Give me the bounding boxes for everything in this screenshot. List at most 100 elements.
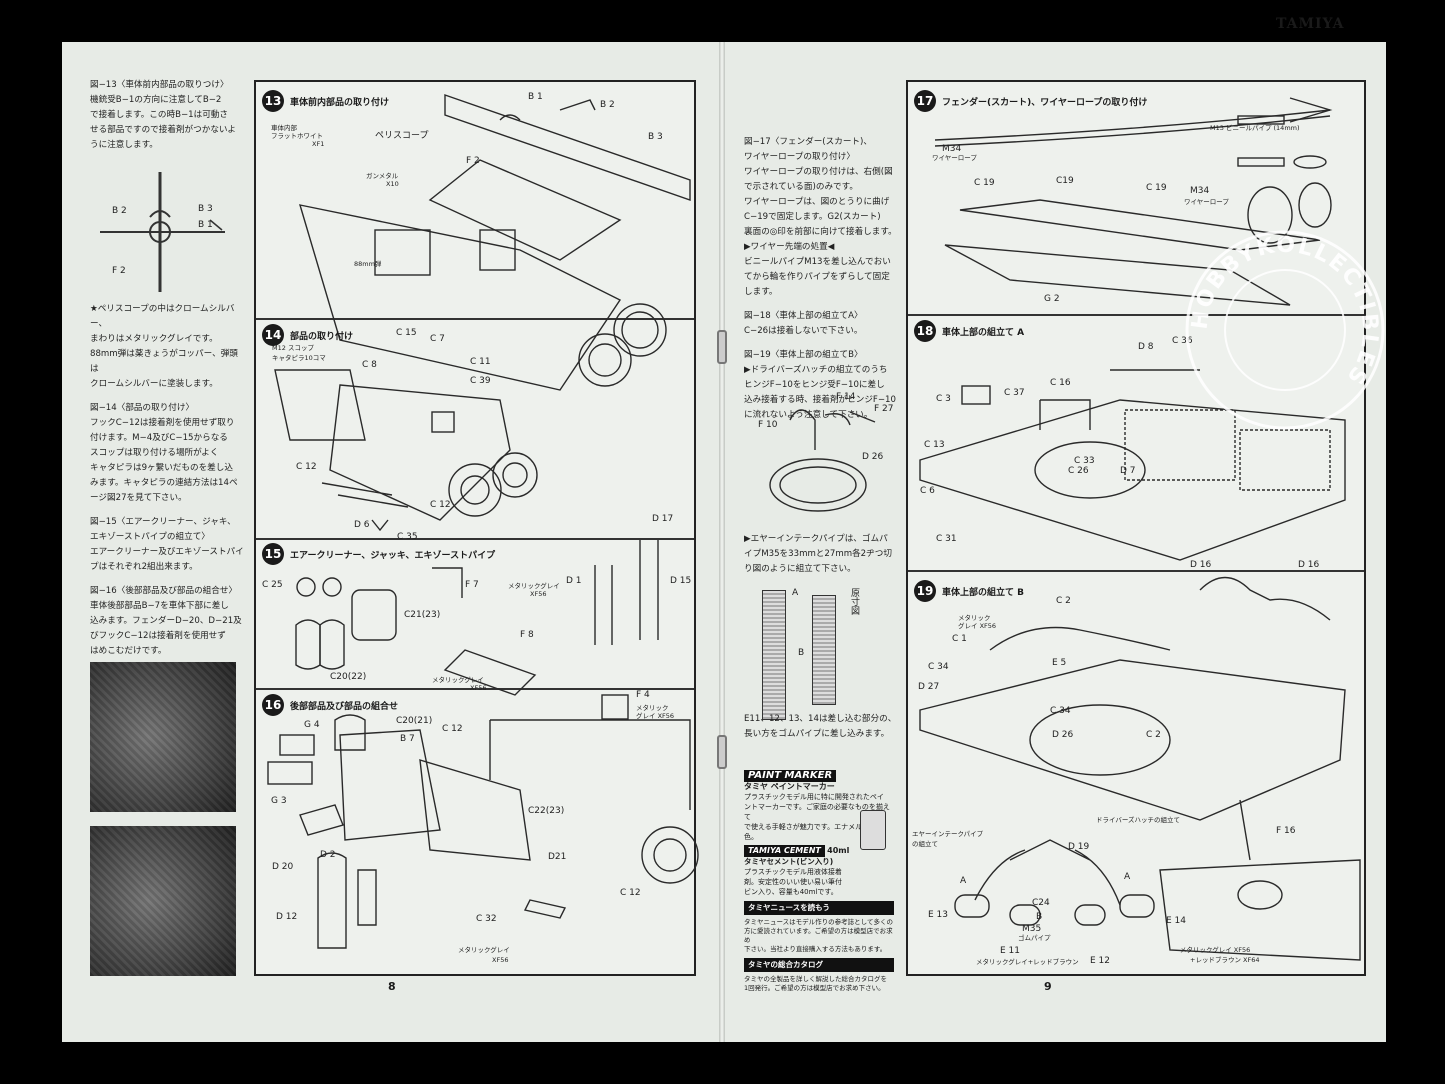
part-label: D 16: [1298, 560, 1320, 570]
part-label: メタリックグレイ: [508, 582, 560, 590]
svg-text:HOBBYKOLLECTIBLES: HOBBYKOLLECTIBLES: [1187, 233, 1382, 390]
instruction-14: 図−14〈部品の取り付け〉 フックC−12は接着剤を使用せず取り 付けます。M−…: [90, 403, 238, 503]
product-ads: PAINT MARKER タミヤ ペイントマーカー プラスチックモデル用に特に開…: [744, 770, 894, 993]
instruction-13: 図−13〈車体前内部品の取りつけ〉 機銃受B−1の方向に注意してB−2 で接着し…: [90, 80, 236, 150]
part-label: C 31: [936, 534, 957, 544]
watermark-svg: HOBBYKOLLECTIBLES: [1185, 230, 1385, 430]
part-label: C 33: [1074, 456, 1095, 466]
part-label: 88mm弾: [354, 260, 382, 268]
part-label: C 26: [1068, 466, 1089, 476]
part-label: G 3: [271, 796, 287, 806]
part-label: M35: [1022, 924, 1042, 934]
cement-bottle-icon: [860, 810, 886, 850]
gauge-label: A: [792, 588, 799, 598]
part-label: XF56: [492, 956, 509, 964]
part-label: C 11: [470, 357, 491, 367]
part-label: グレイ XF56: [636, 712, 675, 720]
part-label: C 19: [1146, 183, 1167, 193]
part-label: XF56: [530, 590, 547, 598]
part-label: C 34: [928, 662, 949, 672]
paint-marker-subtitle: タミヤ ペイントマーカー: [744, 782, 835, 791]
part-label: C 3: [936, 394, 951, 404]
step-14-header: 14 部品の取り付け: [262, 324, 353, 346]
cement-title: TAMIYA CEMENT: [744, 845, 825, 857]
paint-marker-title: PAINT MARKER: [744, 770, 837, 782]
brand-logo: TAMIYA: [1276, 16, 1345, 32]
part-label: M13 ビニールパイプ (14mm): [1210, 124, 1300, 132]
instruction-19: 図−19〈車体上部の組立てB〉 ▶ドライバーズハッチの組立てのうち ヒンジF−1…: [744, 350, 896, 420]
part-label: D 15: [670, 576, 692, 586]
part-label: メタリックグレイ XF56: [1180, 946, 1251, 954]
part-label: F 16: [1276, 826, 1296, 836]
part-label: C 13: [924, 440, 945, 450]
step-title: 車体前内部品の取り付け: [290, 97, 390, 108]
part-label: B 1: [528, 92, 543, 102]
rubber-pipe-note: E11、12、13、14は差し込む部分の、 長い方をゴムパイプに差し込みます。: [744, 712, 904, 751]
booklet-spine: [719, 42, 725, 1042]
gauge-pipe-a: [762, 590, 786, 720]
part-label: D 26: [862, 452, 884, 462]
part-label: M34: [942, 144, 962, 154]
part-label: C 12: [442, 724, 463, 734]
part-label: E 5: [1052, 658, 1067, 668]
rubber-note-text: E11、12、13、14は差し込む部分の、 長い方をゴムパイプに差し込みます。: [744, 714, 897, 739]
step-18-header: 18 車体上部の組立て A: [914, 320, 1024, 342]
step-title: エアークリーナー、ジャッキ、エキゾーストパイプ: [290, 550, 496, 561]
part-label: F 10: [758, 420, 778, 430]
part-label: C 16: [1050, 378, 1071, 388]
part-label: C 25: [262, 580, 283, 590]
part-label: ゴムパイプ: [1018, 934, 1051, 942]
instruction-17: 図−17〈フェンダー(スカート)、 ワイヤーロープの取り付け〉 ワイヤーロープの…: [744, 137, 897, 297]
part-label: エヤーインテークパイプ: [912, 830, 984, 838]
news-text: タミヤニュースはモデル作りの参考誌として多くの 方に愛読されています。ご希望の方…: [744, 918, 893, 953]
inset-label: B 2: [112, 206, 127, 216]
watermark-stamp: HOBBYKOLLECTIBLES: [1180, 225, 1390, 435]
part-label: C 15: [396, 328, 417, 338]
part-label: D 17: [652, 514, 674, 524]
part-label: の組立て: [912, 840, 938, 848]
divider: [256, 318, 694, 320]
part-label: B: [1036, 912, 1043, 922]
part-label: C 2: [1056, 596, 1071, 606]
part-label: A: [1124, 872, 1131, 882]
step-title: 部品の取り付け: [290, 331, 354, 342]
part-label: メタリック: [958, 614, 991, 622]
part-label: F 27: [874, 404, 894, 414]
part-label: C 12: [430, 500, 451, 510]
step-title: 車体上部の組立て B: [942, 587, 1024, 598]
part-label: D 8: [1138, 342, 1154, 352]
step-17-header: 17 フェンダー(スカート)、ワイヤーロープの取り付け: [914, 90, 1147, 112]
part-label: D 16: [1190, 560, 1212, 570]
part-label: D 12: [276, 912, 298, 922]
part-label: G 4: [304, 720, 320, 730]
part-label: F 4: [636, 690, 650, 700]
part-label: F 8: [520, 630, 534, 640]
part-label: ワイヤーロープ: [932, 154, 977, 162]
intake-pipe-note: ▶エヤーインテークパイプは、ゴムパ イプM35を33mmと27mm各2ヂつ切 り…: [744, 532, 904, 586]
instruction-15: 図−15〈エアークリーナー、ジャキ、 エキゾーストパイプの組立て〉 エアークリー…: [90, 517, 244, 572]
step-15-header: 15 エアークリーナー、ジャッキ、エキゾーストパイプ: [262, 543, 495, 565]
part-label: E 13: [928, 910, 948, 920]
part-label: M34: [1190, 186, 1210, 196]
part-label: ガンメタル: [366, 172, 399, 180]
left-steps-panel: [254, 80, 696, 976]
part-label: D 19: [1068, 842, 1090, 852]
part-label: C 34: [1050, 706, 1071, 716]
page-number-left: 8: [388, 980, 396, 993]
step-13-header: 13 車体前内部品の取り付け: [262, 90, 389, 112]
part-label: ワイヤーロープ: [1184, 198, 1229, 206]
part-label: D 2: [320, 850, 336, 860]
part-label: C21(23): [404, 610, 441, 620]
inset-diagram-b1: B 2 B 3 B 1 F 2: [90, 162, 245, 302]
part-label: E 14: [1166, 916, 1186, 926]
step-number: 15: [262, 543, 284, 565]
staple-top: [717, 330, 727, 364]
part-label: C24: [1032, 898, 1050, 908]
step-19-header: 19 車体上部の組立て B: [914, 580, 1024, 602]
